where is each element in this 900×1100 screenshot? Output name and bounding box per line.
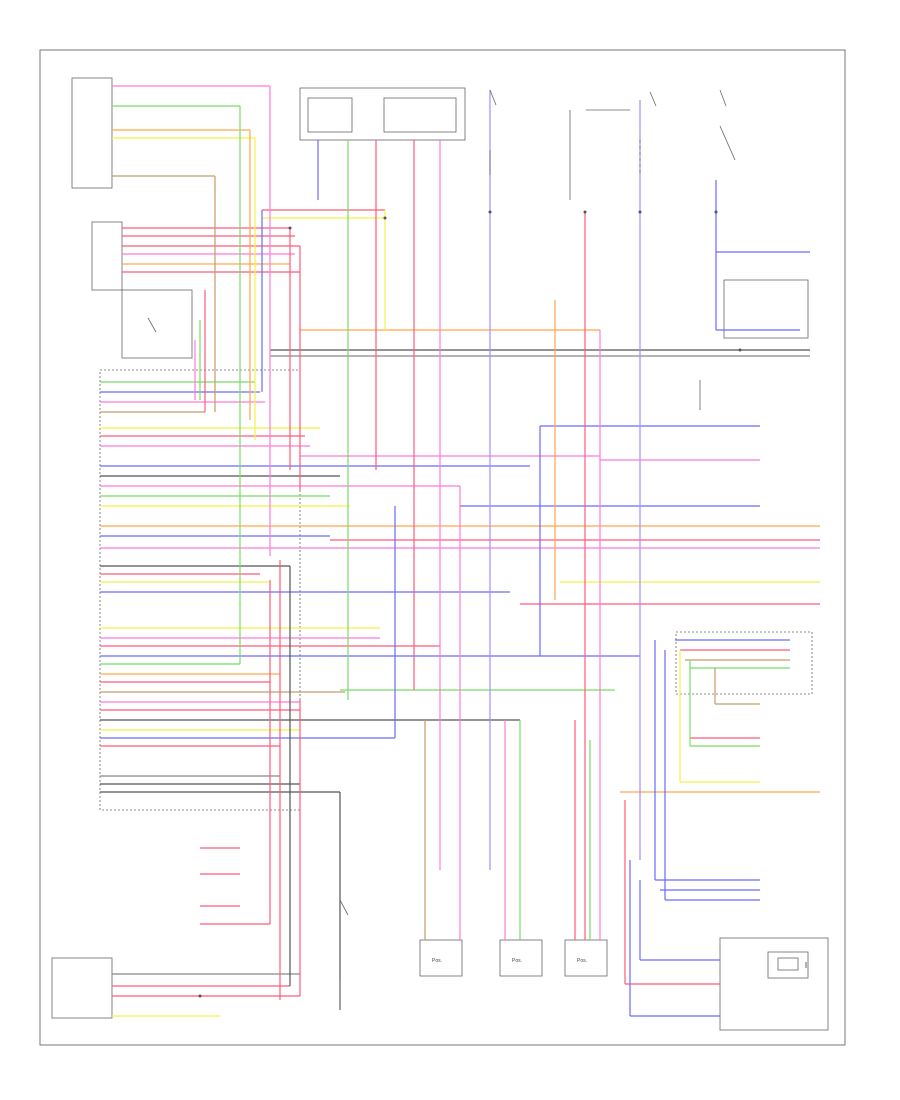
top-left-connector bbox=[71, 77, 113, 189]
splice bbox=[583, 210, 587, 214]
switch-contact bbox=[649, 91, 657, 107]
splice bbox=[288, 226, 292, 230]
top-center-module bbox=[299, 87, 466, 141]
switch-contact bbox=[489, 89, 497, 106]
right-connector-block bbox=[675, 631, 813, 695]
left-sensor-block bbox=[91, 221, 123, 291]
sensor-1-label: Pos. bbox=[432, 958, 442, 964]
splice bbox=[738, 348, 742, 352]
switch-contact bbox=[147, 317, 157, 333]
left-switch-block bbox=[121, 289, 193, 359]
sensor-2-label: Pos. bbox=[512, 958, 522, 964]
right-switch-block bbox=[723, 279, 809, 339]
switch-contact bbox=[339, 899, 349, 916]
splice-points bbox=[198, 210, 742, 998]
bottom-left-connector bbox=[51, 957, 113, 1019]
sensor-3 bbox=[564, 939, 608, 977]
compressor-clutch-symbol bbox=[777, 957, 799, 971]
splice bbox=[714, 210, 718, 214]
top-center-module-left-cell bbox=[307, 97, 353, 133]
splice bbox=[383, 216, 387, 220]
sensor-1 bbox=[419, 939, 463, 977]
sensor-2 bbox=[499, 939, 543, 977]
top-center-module-right-cell bbox=[383, 97, 457, 133]
switch-contact bbox=[719, 125, 736, 161]
compressor-inner bbox=[767, 951, 809, 979]
diagram-frame bbox=[39, 49, 846, 1046]
splice bbox=[198, 994, 202, 998]
vertical-wires bbox=[194, 86, 717, 1016]
sensor-3-label: Pos. bbox=[577, 958, 587, 964]
switches bbox=[147, 89, 736, 1010]
splice bbox=[488, 210, 492, 214]
switch-contact bbox=[719, 89, 727, 107]
splice bbox=[638, 210, 642, 214]
